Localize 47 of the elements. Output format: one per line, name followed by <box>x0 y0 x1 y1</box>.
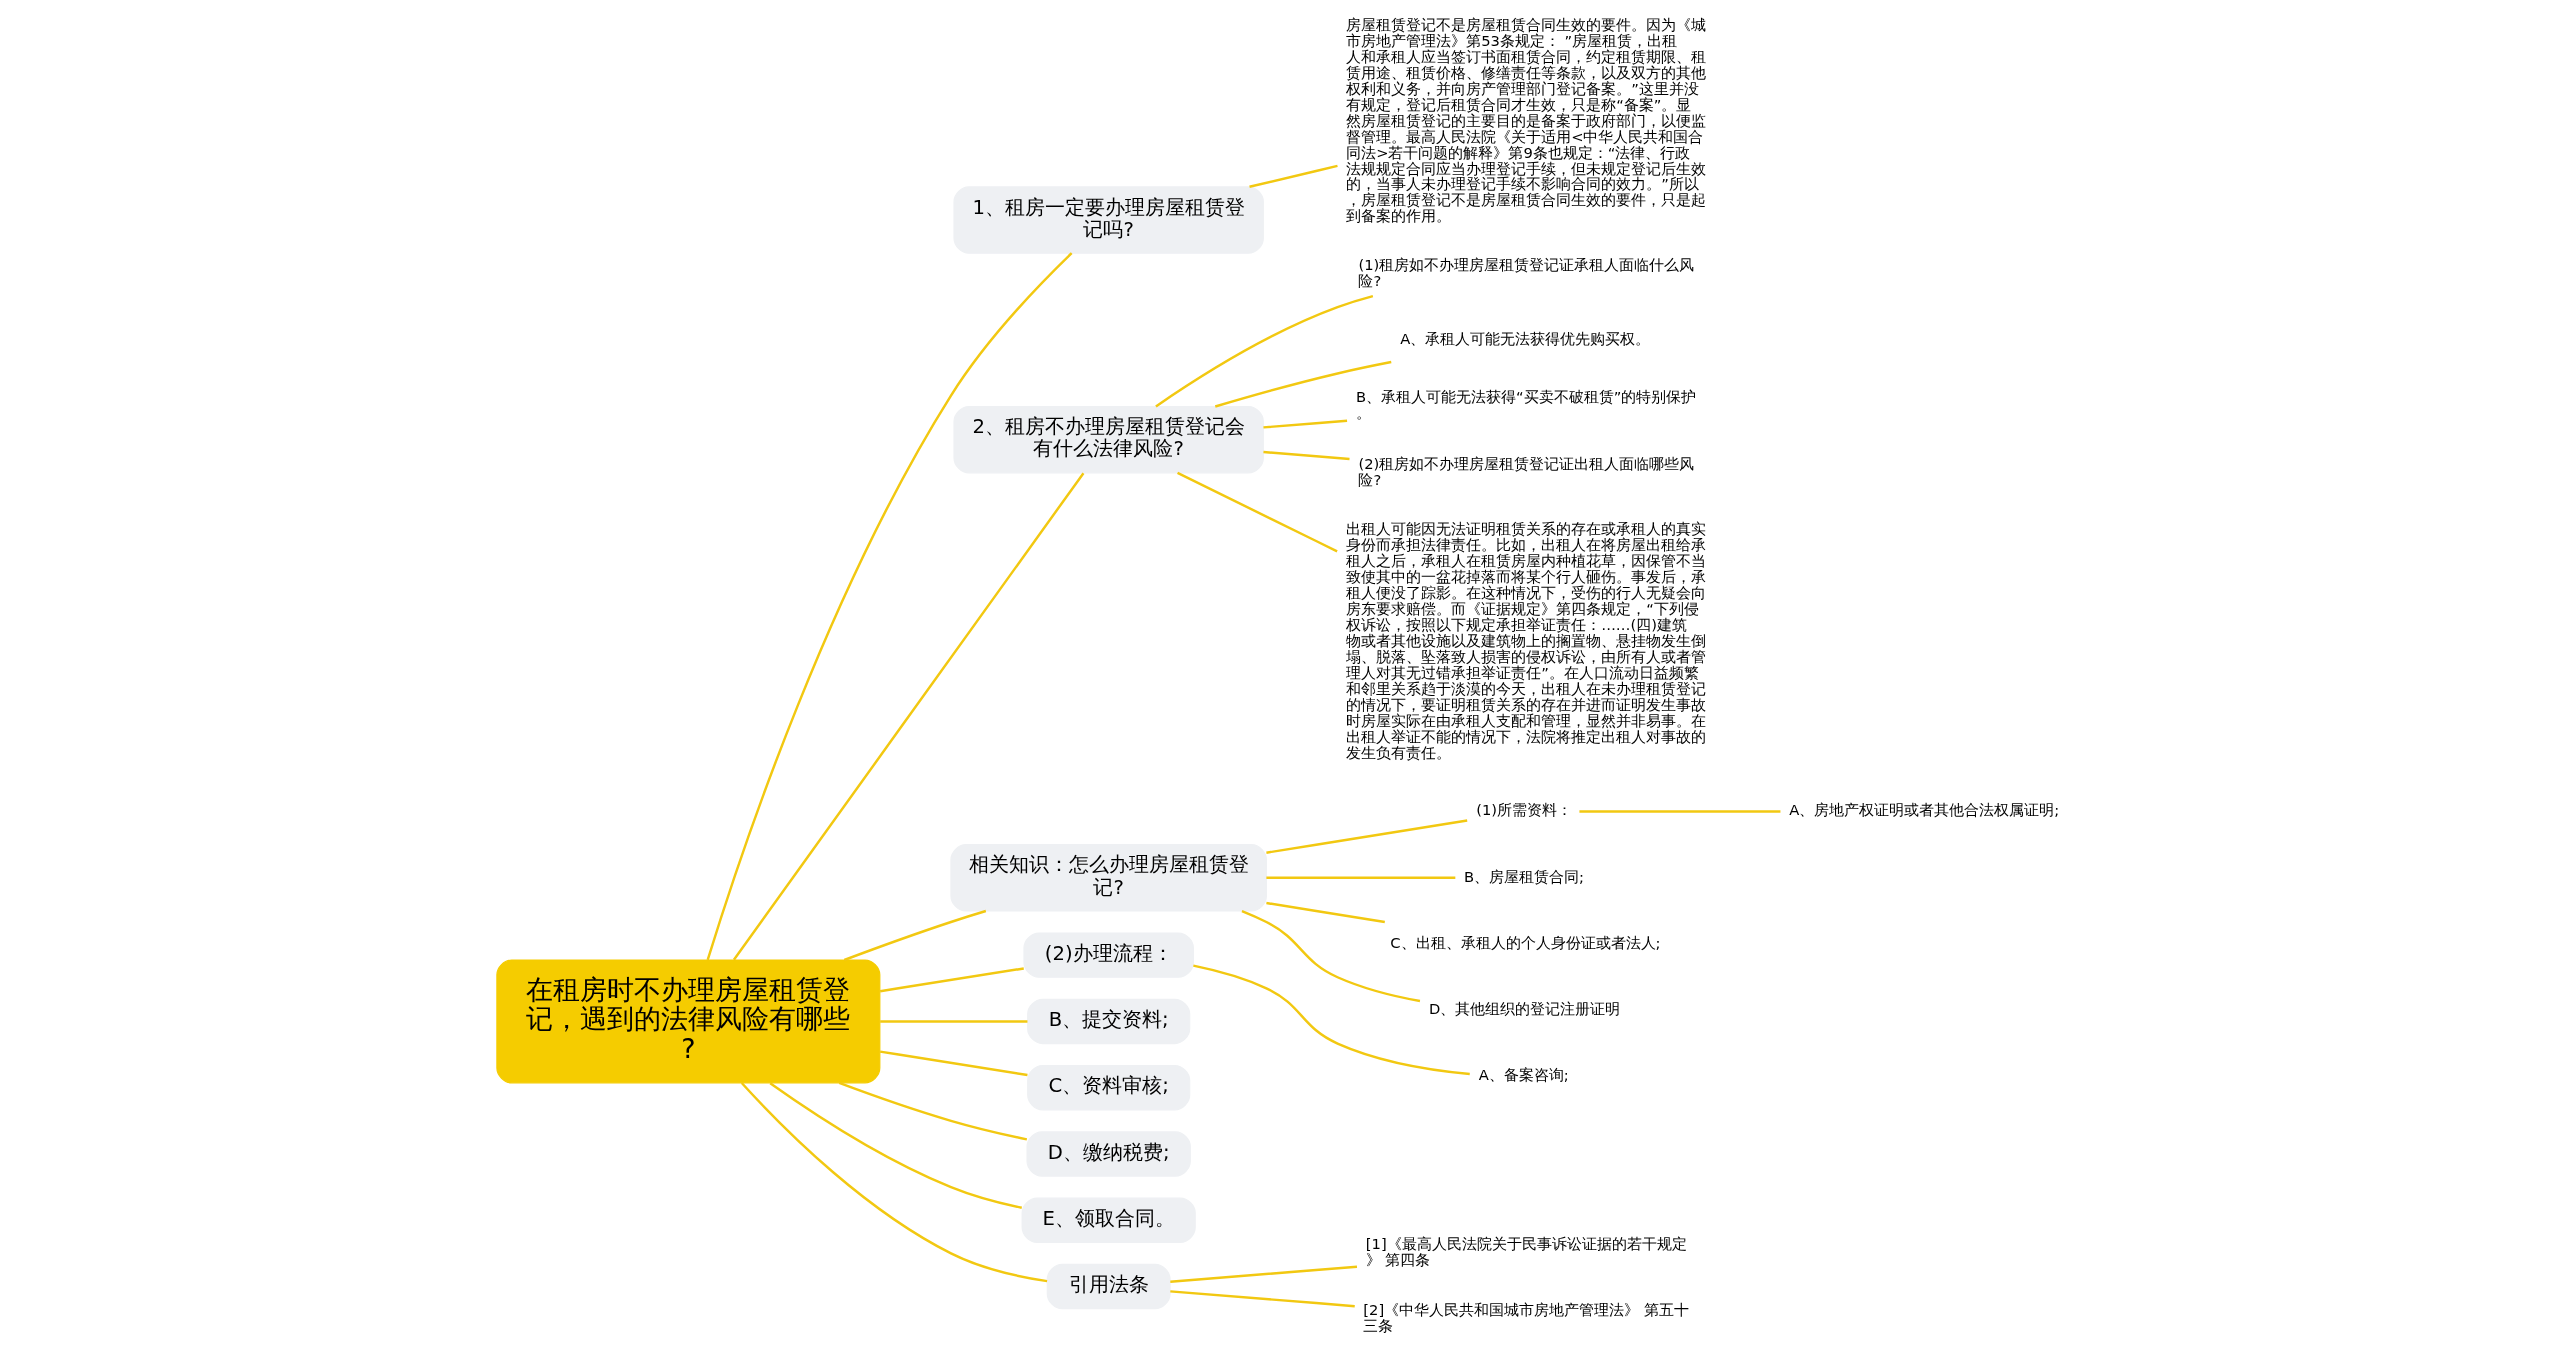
connector <box>1262 419 1347 429</box>
connector <box>879 967 1024 993</box>
node-text: (1)所需资料： <box>1475 801 1572 819</box>
connector <box>1241 909 1420 1003</box>
connector <box>1265 819 1467 854</box>
node-box: (2)办理流程： <box>1022 932 1194 978</box>
node-box: 1、租房一定要办理房屋租赁登记吗? <box>952 186 1264 254</box>
node-box: 2、租房不办理房屋租赁登记会有什么法律风险? <box>952 405 1264 474</box>
connector <box>740 1082 1047 1283</box>
connector <box>732 472 1084 961</box>
node-box: 引用法条 <box>1046 1263 1171 1310</box>
connector <box>706 252 1072 961</box>
connector <box>1154 295 1373 408</box>
connector <box>1578 810 1780 813</box>
connector <box>1265 876 1455 880</box>
node-text: A、备案咨询; <box>1478 1066 1569 1084</box>
node-text: (2)租房如不办理房屋租赁登记证出租人面临哪些风险? <box>1357 454 1694 488</box>
node-text: (1)租房如不办理房屋租赁登记证承租人面临什么风险? <box>1357 255 1694 289</box>
connector <box>1214 360 1391 408</box>
connector <box>1262 450 1350 461</box>
node-text: [2]《中华人民共和国城市房地产管理法》 第五十三条 <box>1362 1301 1689 1335</box>
connector <box>1169 1290 1355 1308</box>
node-text: C、出租、承租人的个人身份证或者法人; <box>1389 933 1661 951</box>
node-text: A、房地产权证明或者其他合法权属证明; <box>1788 801 2059 819</box>
node-box: 在租房时不办理房屋租赁登记，遇到的法律风险有哪些? <box>495 959 880 1084</box>
node-text: 房屋租赁登记不是房屋租赁合同生效的要件。因为《城市房地产管理法》第53条规定： ”房屋租赁，出租人和承租人应当签订书面租赁合同，约定租赁期限、租赁用途、租赁价格、修缮责任等条款，以及双方的其他权利和义务，并向房产管理部门登记备案。”这里并没有规定，登记后租赁合同才生效，只是称“备案”。显然房屋租赁登记的主要目的是备案于政府部门，以便监督管理。最高人民法院《关于适用<中华人民共和国合同法>若干问题的解释》第9条也规定：“法律、行政法规规定合同应当办理登记手续，但未规定登记后生效的，当事人未办理登记手续不影响合同的效力。”所以，房屋租赁登记不是房屋租赁合同生效的要件，只是起到备案的作用。 <box>1345 15 1706 225</box>
node-box: 相关知识：怎么办理房屋租赁登记? <box>949 844 1267 912</box>
connector <box>879 1050 1028 1077</box>
node-text: [1]《最高人民法院关于民事诉讼证据的若干规定》 第四条 <box>1365 1235 1687 1269</box>
node-text: 出租人可能因无法证明租赁关系的存在或承租人的真实身份而承担法律责任。比如，出租人在将房屋出租给承租人之后，承租人在租赁房屋内种植花草，因保管不当致使其中的一盆花掉落而将某个行人砸伤。事发后，承租人便没了踪影。在这种情况下，受伤的行人无疑会向房东要求赔偿。而《证据规定》第四条规定，“下列侵权诉讼，按照以下规定承担举证责任：……(四)建筑物或者其他设施以及建筑物上的搁置物、悬挂物发生倒塌、脱落、坠落致人损害的侵权诉讼，由所有人或者管理人对其无过错承担举证责任”。在人口流动日益频繁和邻里关系趋于淡漠的今天，出租人在未办理租赁登记的情况下，要证明租赁关系的存在并进而证明发生事故时房屋实际在由承租人支配和管理，显然并非易事。在出租人举证不能的情况下，法院将推定出租人对事故的发生负有责任。 <box>1345 520 1706 761</box>
connector <box>1248 164 1338 188</box>
connector <box>1169 1265 1357 1283</box>
connector <box>1176 471 1338 553</box>
connector <box>1265 901 1385 924</box>
node-text: B、房屋租赁合同; <box>1463 867 1584 885</box>
node-box: D、缴纳税费; <box>1025 1131 1191 1177</box>
connector <box>843 909 986 962</box>
node-text: B、承租人可能无法获得“买卖不破租赁”的特别保护。 <box>1355 388 1696 422</box>
connector <box>838 1081 1027 1141</box>
node-box: B、提交资料; <box>1026 998 1190 1045</box>
connector <box>1192 964 1470 1076</box>
connector <box>769 1082 1022 1209</box>
node-box: C、资料审核; <box>1026 1065 1190 1111</box>
connector <box>879 1020 1027 1023</box>
node-text: D、其他组织的登记注册证明 <box>1428 1000 1620 1018</box>
node-box: E、领取合同。 <box>1021 1197 1196 1243</box>
node-text: A、承租人可能无法获得优先购买权。 <box>1399 330 1650 348</box>
